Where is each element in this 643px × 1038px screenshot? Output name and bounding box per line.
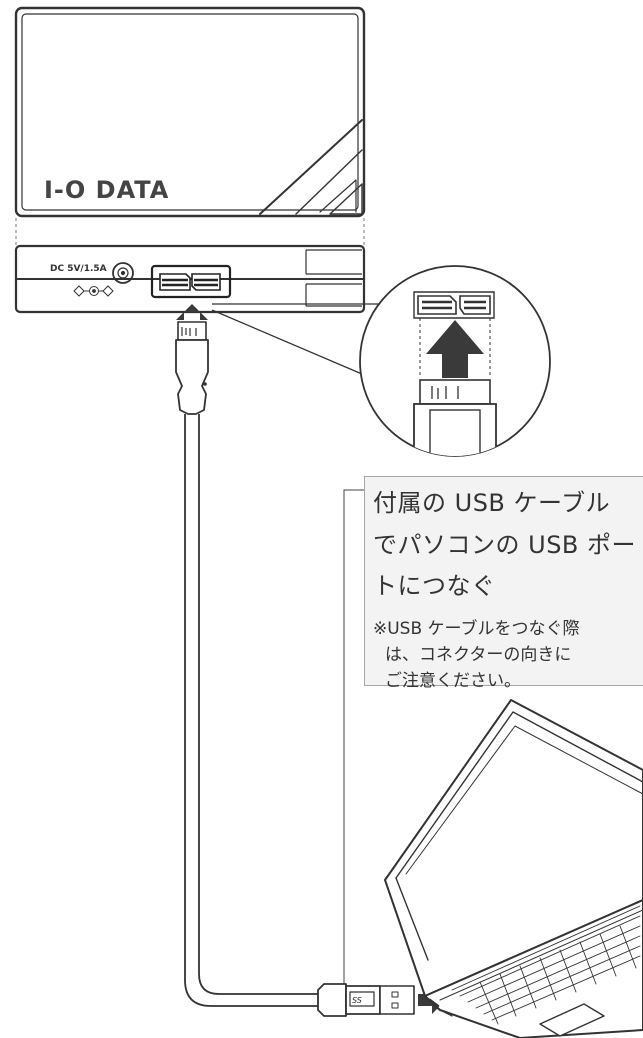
note-line-3: ご注意ください。 <box>385 671 521 691</box>
insert-arrow-drive <box>176 304 208 320</box>
micro-b-connector <box>175 321 209 415</box>
usb-port-on-drive <box>150 264 232 299</box>
instruction-line-2: でパソコンの USB ポー <box>373 531 637 559</box>
note-line-1: ※USB ケーブルをつなぐ際 <box>373 619 580 639</box>
dc-power-jack <box>112 262 134 284</box>
usb-cable <box>184 414 318 1007</box>
zoom-detail-circle <box>359 265 551 457</box>
brand-logo-text: I-O DATA <box>44 176 170 204</box>
instruction-line-1: 付属の USB ケーブル <box>373 489 611 517</box>
instruction-line-3: トにつなぐ <box>373 572 496 600</box>
dc-polarity-icon <box>73 285 114 297</box>
projection-guides <box>15 218 365 246</box>
note-line-2: は、コネクターの向きに <box>385 645 572 665</box>
laptop-illustration <box>384 699 643 1038</box>
svg-text:SS: SS <box>352 996 362 1005</box>
zoom-leader-lines <box>211 303 394 381</box>
hard-drive-top-view <box>14 6 366 218</box>
dc-input-label: DC 5V/1.5A <box>50 264 107 274</box>
usb-a-connector: SS <box>317 983 415 1017</box>
callout-leader <box>341 489 364 1003</box>
instruction-callout: 付属の USB ケーブル でパソコンの USB ポー トにつなぐ ※USB ケー… <box>364 476 643 691</box>
